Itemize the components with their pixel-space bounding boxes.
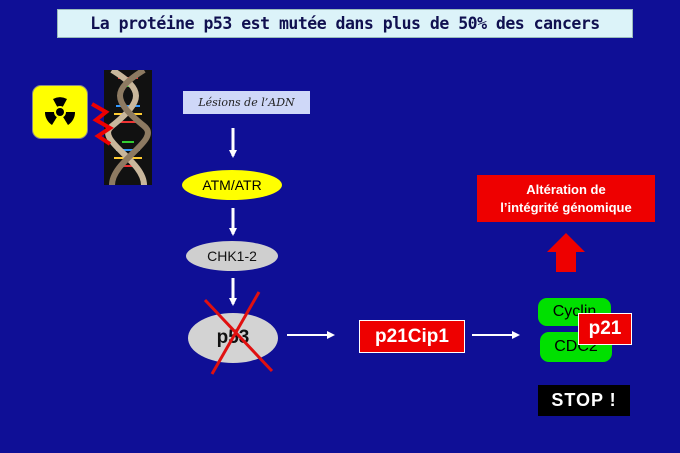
genomic-alteration-box: Altération de l’intégrité génomique (477, 175, 655, 222)
slide-title: La protéine p53 est mutée dans plus de 5… (57, 9, 633, 38)
alteration-line-2: l’intégrité génomique (500, 199, 632, 215)
atm-atr-node: ATM/ATR (182, 170, 282, 200)
p21-box: p21 (578, 313, 632, 345)
red-up-arrow (547, 233, 585, 272)
radiation-icon (32, 85, 88, 139)
dna-lesions-box: Lésions de l’ADN (183, 91, 310, 114)
alteration-line-1: Altération de (526, 181, 606, 197)
red-x-mark-icon (203, 291, 274, 375)
p21cip1-box: p21Cip1 (359, 320, 465, 353)
chk-node: CHK1-2 (186, 241, 278, 271)
stop-box: STOP ! (538, 385, 630, 416)
damage-zigzag (91, 102, 114, 146)
